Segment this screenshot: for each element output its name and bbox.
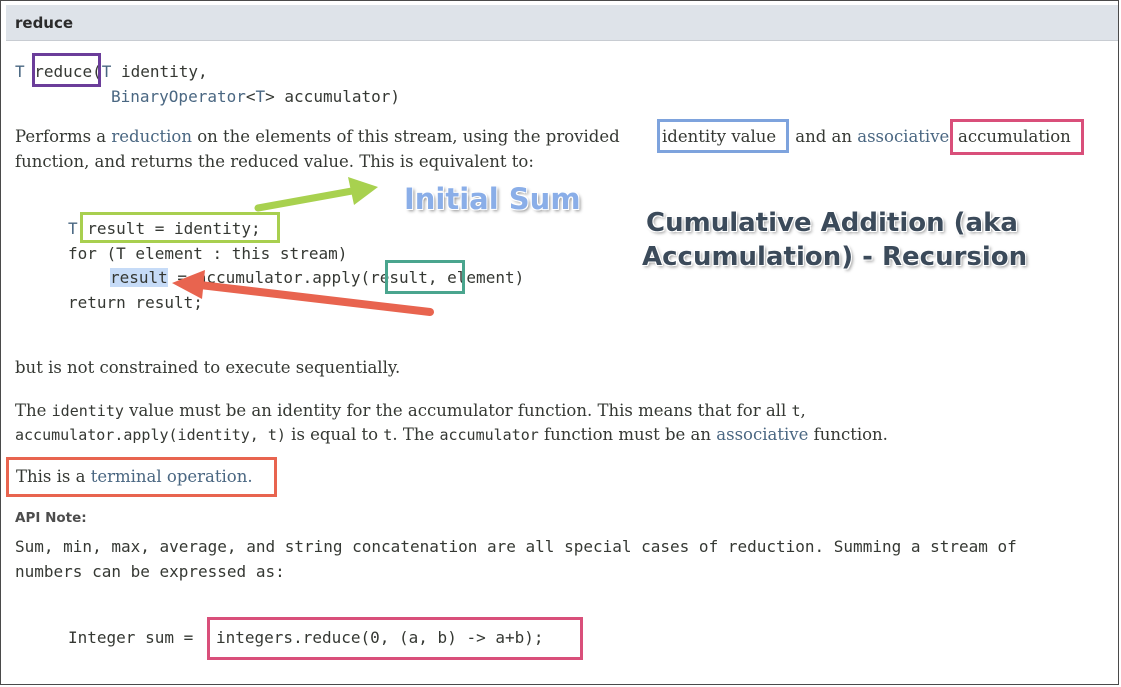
ip-apply: accumulator.apply(identity, t) [15, 426, 286, 444]
code-line3-end: , element) [427, 268, 525, 287]
result-arg-box [385, 260, 465, 294]
red-arrow [172, 270, 434, 316]
code-result-highlight: result [110, 268, 168, 287]
cumulative-line1: Cumulative Addition (aka [646, 208, 1018, 238]
terminal-box [6, 457, 277, 497]
example-prefix: Integer sum = [68, 628, 203, 647]
ip-g: function. [808, 425, 888, 444]
ip-t2: t [383, 426, 393, 444]
param2-name: accumulator) [274, 87, 401, 106]
desc-and-an: and an associative [790, 127, 949, 146]
section-title: reduce [15, 14, 74, 32]
identity-para-line2: accumulator.apply(identity, t) is equal … [15, 425, 888, 444]
example-box [207, 617, 583, 660]
description-line1: Performs a reduction on the elements of … [15, 127, 625, 146]
ip-d: is equal to [285, 425, 384, 444]
associative-link[interactable]: associative [857, 127, 950, 146]
method-signature-line1: T reduce(T identity, [15, 62, 208, 81]
accumulation-text: accumulation [958, 127, 1071, 146]
generic-type-link[interactable]: T [255, 87, 266, 106]
param1-name: identity, [111, 62, 208, 81]
api-note-label: API Note: [15, 510, 87, 526]
terminal-text-b: . [247, 467, 253, 486]
description-line2: function, and returns the reduced value.… [15, 152, 534, 171]
desc-text-b: on the elements of this stream, using th… [191, 127, 625, 146]
terminal-operation-link[interactable]: terminal operation [90, 467, 248, 486]
code-line4: return result; [68, 293, 203, 312]
method-signature-line2: BinaryOperator<T> accumulator) [111, 87, 400, 106]
ip-b: value must be an identity for the accumu… [123, 401, 792, 420]
api-note-line1: Sum, min, max, average, and string conca… [15, 537, 1017, 556]
ip-accumulator: accumulator [439, 426, 539, 444]
code-type-T-link[interactable]: T [68, 219, 78, 238]
code-line3: result = accumulator.apply(result, eleme… [110, 268, 524, 287]
identity-value-box [657, 119, 789, 153]
ip-identity: identity [51, 402, 124, 420]
ip-a: The [15, 401, 52, 420]
code-result-arg: result [370, 268, 428, 287]
return-type-link[interactable]: T [15, 62, 25, 81]
reduction-link[interactable]: reduction [111, 127, 192, 146]
generic-open: < [245, 87, 256, 106]
section-header: reduce [6, 5, 1118, 41]
identity-para-line1: The identity value must be an identity f… [15, 401, 806, 420]
param2-type-link[interactable]: BinaryOperator [111, 87, 246, 106]
constraint-text: but is not constrained to execute sequen… [15, 358, 401, 377]
green-arrow [254, 177, 378, 212]
paren-open: ( [92, 62, 102, 81]
ip-c: , [800, 401, 806, 420]
associative-link-2[interactable]: associative [716, 425, 809, 444]
method-highlight-box [32, 53, 101, 87]
generic-close: > [265, 87, 275, 106]
api-note-line2: numbers can be expressed as: [15, 562, 285, 581]
code-line1-rest: result = identity; [77, 219, 261, 238]
accumulation-box [950, 119, 1084, 155]
cumulative-line2: Accumulation) - Recursion [642, 242, 1028, 272]
code-line2: for (T element : this stream) [68, 244, 348, 263]
identity-value-text: identity value [662, 127, 777, 146]
terminal-text-a: This is a [16, 467, 91, 486]
initial-sum-box [80, 212, 280, 243]
example-expression: integers.reduce(0, (a, b) -> a+b); [216, 628, 544, 647]
code-line1: T result = identity; [68, 219, 261, 238]
desc-text-a: Performs a [15, 127, 112, 146]
desc-text-c: and an [790, 127, 858, 146]
ip-t: t [791, 402, 801, 420]
ip-f: function must be an [538, 425, 717, 444]
ip-e: . The [392, 425, 440, 444]
code-line3-mid: = accumulator.apply( [167, 268, 371, 287]
terminal-line: This is a terminal operation. [16, 467, 253, 486]
initial-sum-annotation: Initial Sum [404, 182, 581, 216]
param1-type-link[interactable]: T [101, 62, 112, 81]
method-name: reduce [34, 62, 93, 81]
